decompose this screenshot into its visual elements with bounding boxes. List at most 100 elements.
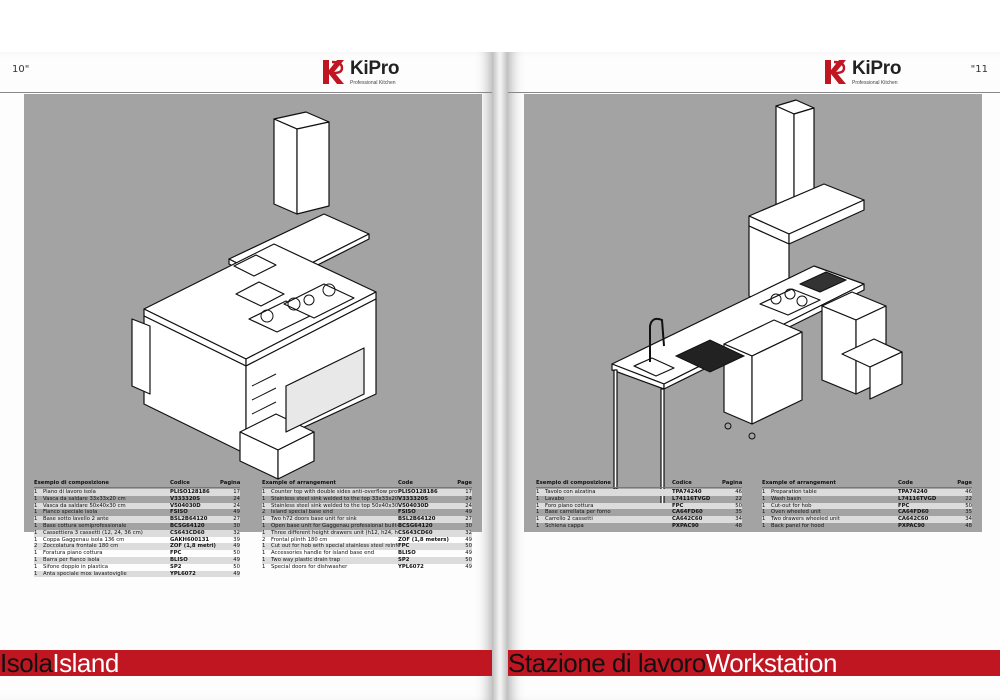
row-page: 27 [465, 516, 472, 523]
header-code: Code [898, 480, 913, 486]
title-english: Workstation [705, 648, 838, 678]
row-quantity: 1 [762, 522, 766, 529]
row-code: SP2 [398, 556, 410, 563]
row-code: TPA74240 [672, 489, 702, 495]
row-quantity: 1 [34, 570, 38, 577]
row-code: ZOF (1,8 meters) [398, 536, 449, 543]
brand-name: KiPro [350, 58, 400, 79]
row-page: 50 [735, 502, 742, 509]
row-code: PLISO128186 [170, 489, 210, 495]
row-page: 49 [233, 570, 240, 577]
row-description: Cassettiera 3 cassetti (12, 24, 36 cm) [43, 529, 143, 536]
row-quantity: 1 [34, 536, 38, 543]
row-quantity: 1 [34, 495, 38, 502]
row-quantity: 1 [34, 509, 38, 516]
header-page: Page [957, 480, 972, 486]
row-description: Two way plastic drain trap [271, 556, 341, 563]
row-code: FSISO [170, 509, 188, 516]
row-quantity: 1 [262, 502, 266, 509]
header-rule [508, 92, 1000, 93]
row-code: L74116TVGD [898, 495, 937, 502]
table-body: 1 Counter top with double sides anti-over… [262, 489, 472, 571]
row-quantity: 1 [536, 509, 540, 516]
row-quantity: 2 [34, 543, 38, 550]
header-description: Example of arrangement [762, 480, 836, 486]
row-page: 35 [965, 509, 972, 516]
composition-table-en: Example of arrangement Code Page 1 Prepar… [762, 480, 972, 530]
header-description: Esempio di composizione [34, 480, 110, 486]
row-quantity: 1 [762, 516, 766, 523]
brand-tagline: Professional Kitchen [852, 80, 898, 86]
row-page: 49 [233, 556, 240, 563]
row-description: Counter top with double sides anti-overf… [271, 489, 398, 495]
table-row: 1 Preparation table TPA74240 46 [762, 489, 972, 496]
left-page: 10" KiPro Professional Kitchen [0, 52, 492, 700]
row-quantity: 1 [34, 550, 38, 557]
kipro-logo-icon [323, 60, 344, 84]
row-code: L74116TVGD [672, 495, 711, 502]
row-quantity: 1 [34, 563, 38, 570]
island-illustration [24, 94, 482, 532]
header-rule [0, 92, 492, 93]
workstation-illustration [524, 94, 982, 532]
row-code: CA64FD60 [672, 509, 703, 516]
row-code: TPA74240 [898, 489, 928, 495]
row-description: Cut-out for hob [771, 502, 812, 509]
row-description: Two drawers wheeled unit [771, 516, 840, 523]
row-code: PXPAC90 [672, 522, 699, 529]
row-description: Base sotto lavello 2 ante [43, 516, 109, 523]
row-page: 39 [233, 536, 240, 543]
row-quantity: 1 [762, 489, 766, 495]
row-description: Wash basin [771, 495, 802, 502]
row-code: BCSG64120 [398, 522, 433, 529]
section-title-banner: Isola Island [0, 650, 492, 676]
row-page: 46 [735, 489, 742, 495]
row-quantity: 1 [536, 502, 540, 509]
kipro-logo: KiPro Professional Kitchen [822, 58, 901, 86]
row-page: 49 [465, 563, 472, 570]
row-code: FSISO [398, 509, 416, 516]
row-description: Foro piano cottura [545, 502, 594, 509]
row-description: Base cottura semiprofessionale [43, 522, 127, 529]
title-italian: Isola [0, 648, 53, 678]
row-quantity: 1 [762, 502, 766, 509]
table-header: Example of arrangement Code Page [262, 480, 472, 488]
row-quantity: 1 [262, 556, 266, 563]
row-code: FPC [898, 502, 910, 509]
row-description: Preparation table [771, 489, 817, 495]
header-page: Pagina [220, 480, 241, 486]
header-description: Esempio di composizione [536, 480, 612, 486]
row-description: Piano di lavoro isola [43, 489, 96, 495]
row-code: FPC [398, 543, 410, 550]
row-code: CA642C60 [898, 516, 929, 523]
row-description: Schiena cappa [545, 522, 584, 529]
row-page: 46 [965, 489, 972, 495]
header-code: Codice [672, 480, 692, 486]
island-drawing [131, 111, 377, 480]
row-quantity: 1 [34, 556, 38, 563]
row-code: ZOF (1,8 metri) [170, 543, 216, 550]
row-quantity: 1 [34, 522, 38, 529]
row-page: 48 [965, 522, 972, 529]
row-quantity: 1 [262, 516, 266, 523]
row-code: FPC [170, 550, 182, 557]
header-code: Codice [170, 480, 190, 486]
